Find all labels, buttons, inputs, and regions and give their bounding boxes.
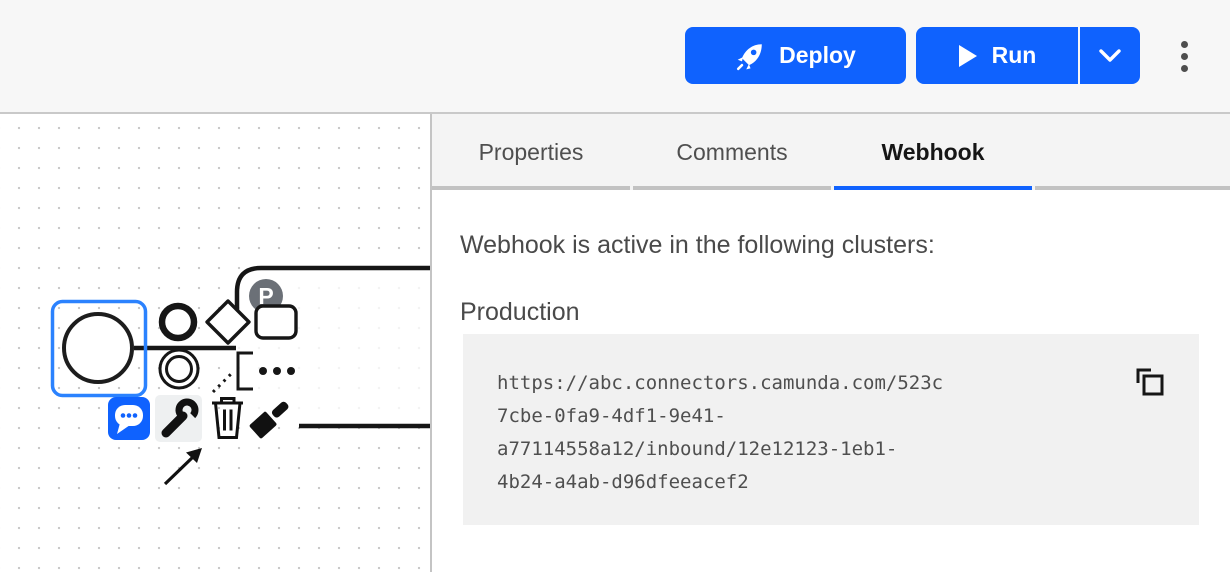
copy-url-button[interactable] (1134, 366, 1166, 398)
webhook-intro-text: Webhook is active in the following clust… (460, 231, 935, 259)
more-options-icon[interactable] (259, 367, 295, 375)
run-options-button[interactable] (1080, 27, 1140, 84)
append-task-icon[interactable] (254, 304, 298, 340)
bpmn-canvas[interactable]: P (0, 114, 432, 572)
start-event-shape[interactable] (62, 312, 134, 384)
tab-comments[interactable]: Comments (633, 114, 831, 190)
tab-bar-filler (1035, 114, 1230, 190)
selection-outline (50, 299, 148, 398)
overflow-menu-icon (1180, 40, 1188, 48)
svg-text:P: P (258, 283, 273, 309)
deploy-button[interactable]: Deploy (685, 27, 906, 84)
tab-underline-active (834, 186, 1032, 190)
tab-underline (633, 186, 831, 190)
panel-tab-bar: Properties Comments Webhook (432, 114, 1230, 190)
play-icon (958, 44, 977, 67)
comment-icon[interactable] (108, 397, 150, 440)
webhook-url-block: https://abc.connectors.camunda.com/523c … (463, 334, 1199, 525)
webhook-tab-content: Webhook is active in the following clust… (432, 190, 1230, 572)
deploy-button-label: Deploy (779, 42, 856, 68)
change-element-icon[interactable] (155, 395, 202, 442)
top-header: Deploy Run (0, 0, 1230, 114)
connect-icon[interactable] (163, 448, 202, 486)
webhook-url: https://abc.connectors.camunda.com/523c (497, 372, 944, 394)
append-intermediate-event-icon[interactable] (158, 348, 200, 390)
chevron-down-icon (1099, 49, 1121, 62)
diagram-layer: P (50, 265, 430, 486)
tab-webhook[interactable]: Webhook (834, 114, 1032, 190)
tab-properties[interactable]: Properties (432, 114, 630, 190)
rocket-icon (737, 43, 762, 70)
append-gateway-icon[interactable] (205, 299, 251, 345)
delete-icon[interactable] (212, 397, 243, 439)
side-panel: Properties Comments Webhook Webhook is a… (432, 114, 1230, 572)
append-end-event-icon[interactable] (158, 302, 198, 342)
append-text-annotation-icon[interactable] (211, 351, 253, 394)
run-button[interactable]: Run (916, 27, 1078, 84)
copy-icon (1136, 368, 1164, 396)
set-color-icon[interactable] (249, 397, 293, 439)
run-button-label: Run (991, 42, 1037, 68)
tab-underline (432, 186, 630, 190)
cluster-name: Production (460, 298, 580, 326)
overflow-menu-button[interactable] (1166, 32, 1202, 80)
